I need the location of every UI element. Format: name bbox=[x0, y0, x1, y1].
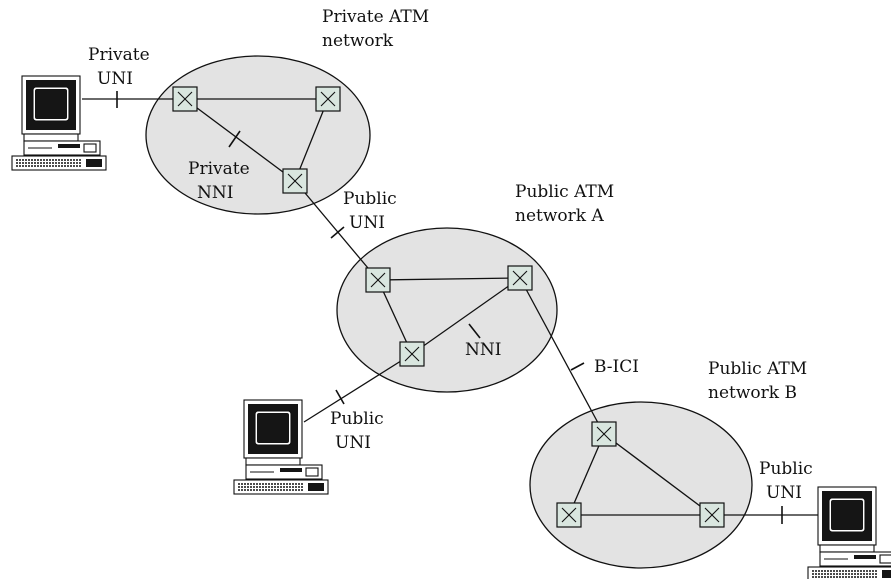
bici-label: B-ICI bbox=[594, 357, 639, 377]
public-uni-right-label: Public bbox=[759, 459, 813, 479]
public-atm-network-b-cloud bbox=[529, 401, 753, 569]
computer-workstation-icon bbox=[233, 399, 329, 495]
nni-label: NNI bbox=[465, 340, 501, 360]
public-network-b-title: Public ATM bbox=[708, 359, 807, 379]
public-network-a-title-2: network A bbox=[515, 206, 604, 226]
public-network-a-title: Public ATM bbox=[515, 182, 614, 202]
atm-switch-icon bbox=[282, 168, 308, 194]
atm-switch-icon bbox=[507, 265, 533, 291]
nni-tick bbox=[468, 323, 481, 339]
public-uni-top-label-2: UNI bbox=[349, 213, 385, 233]
public-uni-top-tick bbox=[330, 226, 345, 239]
private-network-title: Private ATM bbox=[322, 7, 429, 27]
computer-workstation-icon bbox=[11, 75, 107, 171]
public-atm-network-a-cloud bbox=[336, 227, 558, 393]
public-uni-right-label-2: UNI bbox=[766, 483, 802, 503]
public-uni-top-label: Public bbox=[343, 189, 397, 209]
private-nni-tick bbox=[228, 130, 241, 148]
computer-workstation-icon bbox=[807, 486, 891, 579]
atm-switch-icon bbox=[591, 421, 617, 447]
atm-switch-icon bbox=[556, 502, 582, 528]
atm-switch-icon bbox=[172, 86, 198, 112]
atm-switch-icon bbox=[399, 341, 425, 367]
atm-switch-icon bbox=[365, 267, 391, 293]
bici-tick bbox=[570, 362, 585, 371]
public-uni-left-label-2: UNI bbox=[335, 433, 371, 453]
private-uni-label: Private bbox=[88, 45, 150, 65]
private-nni-label: Private bbox=[188, 159, 250, 179]
network-links bbox=[82, 98, 818, 516]
private-atm-network-cloud bbox=[145, 55, 371, 215]
public-uni-left-tick bbox=[335, 389, 345, 405]
private-uni-label-2: UNI bbox=[97, 69, 133, 89]
atm-switch-icon bbox=[699, 502, 725, 528]
private-network-title-2: network bbox=[322, 31, 394, 51]
public-network-b-title-2: network B bbox=[708, 383, 797, 403]
private-nni-label-2: NNI bbox=[197, 183, 233, 203]
public-uni-left-label: Public bbox=[330, 409, 384, 429]
atm-switch-icon bbox=[315, 86, 341, 112]
